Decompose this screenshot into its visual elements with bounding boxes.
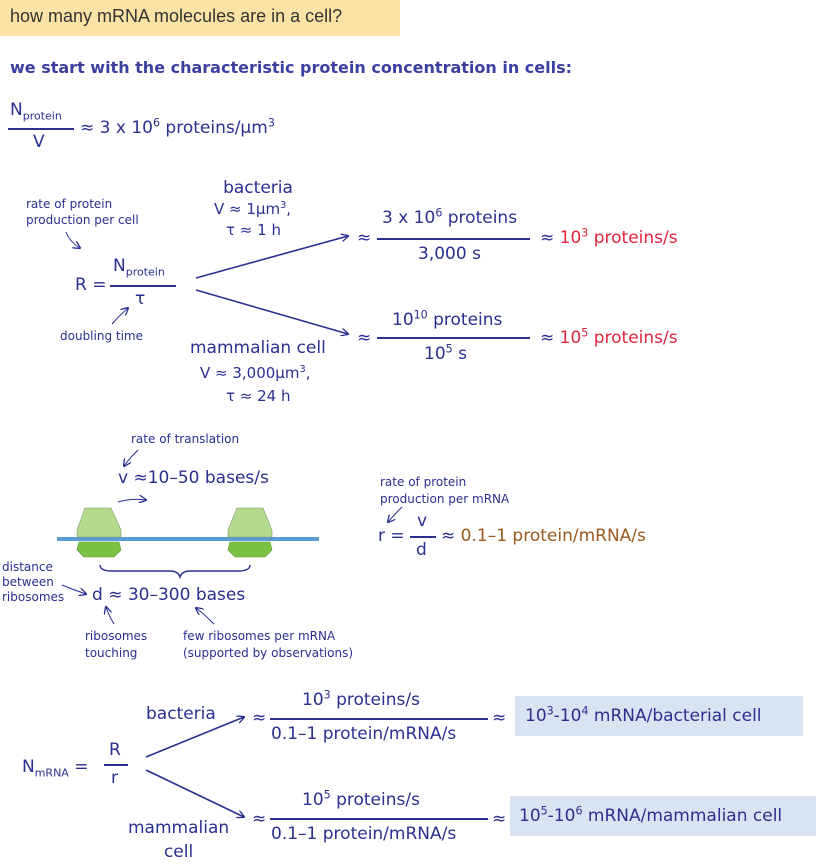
mrna-mammalian-result: 105-106 mRNA/mammalian cell xyxy=(519,804,783,826)
mrna-bacteria-approx: ≈ xyxy=(252,708,267,728)
annotation-rate-per-cell: rate of protein production per cell xyxy=(26,197,139,227)
mrna-fraction-line xyxy=(104,764,128,766)
distance-bracket xyxy=(99,564,251,580)
rate-bacteria-numerator: 3 x 106 proteins xyxy=(382,206,518,228)
ribosome-small-subunit xyxy=(76,541,122,558)
mrna-mammalian-approx2: ≈ xyxy=(492,809,507,829)
annotation-rate-of-translation: rate of translation xyxy=(131,432,240,446)
rate-bacteria-arrow xyxy=(195,236,348,279)
mrna-denominator: r xyxy=(111,768,118,788)
annotation-per-mrna-pointer xyxy=(388,506,403,522)
rate-fraction-line xyxy=(110,285,176,287)
mrna-bacteria-label: bacteria xyxy=(146,704,216,724)
mrna-mammalian-approx: ≈ xyxy=(252,809,267,829)
concentration-numerator: Nprotein xyxy=(10,100,62,123)
intro-text: we start with the characteristic protein… xyxy=(10,58,573,77)
mrna-mammalian-fraction-line xyxy=(270,818,488,820)
rate-mammalian-fraction-line xyxy=(377,337,530,339)
rate-mammalian-label: mammalian cell xyxy=(190,338,326,358)
mrna-mammalian-numerator: 105 proteins/s xyxy=(302,788,420,810)
r-denominator: d xyxy=(416,540,427,560)
concentration-fraction-line xyxy=(8,128,74,130)
mrna-bacteria-numerator: 103 proteins/s xyxy=(302,688,420,710)
rate-mammalian-result: ≈ 105 proteins/s xyxy=(540,326,678,348)
annotation-distance-pointer xyxy=(61,584,86,594)
mrna-numerator: R xyxy=(109,740,121,760)
mrna-bacteria-result-box xyxy=(515,696,803,736)
rate-mammalian-denominator: 105 s xyxy=(424,342,467,364)
rate-mammalian-arrow xyxy=(195,289,348,334)
concentration-value: ≈ 3 x 106 proteins/μm3 xyxy=(80,116,275,138)
r-numerator: v xyxy=(417,511,428,531)
mrna-mammalian-arrow xyxy=(145,769,244,817)
rate-mammalian-time: τ ≈ 24 h xyxy=(226,387,291,405)
rate-denominator: τ xyxy=(135,289,146,309)
translation-distance: d ≈ 30–300 bases xyxy=(92,585,246,605)
annotation-touching-pointer xyxy=(106,607,115,625)
rate-bacteria-result: ≈ 103 proteins/s xyxy=(540,226,678,248)
mrna-bacteria-arrow xyxy=(145,717,244,758)
mrna-bacteria-fraction-line xyxy=(270,718,488,720)
concentration-denominator: V xyxy=(33,132,45,152)
annotation-few-pointer xyxy=(196,608,215,625)
annotation-doubling-pointer xyxy=(111,308,128,325)
r-value: ≈ 0.1–1 protein/mRNA/s xyxy=(441,526,646,546)
ribosome-large-subunit xyxy=(76,507,122,538)
rate-bacteria-label: bacteria xyxy=(223,178,293,198)
annotation-ribosomes-touching: ribosomes touching xyxy=(85,629,148,660)
mrna-bacteria-denominator: 0.1–1 protein/mRNA/s xyxy=(271,724,457,744)
mrna-mammalian-label: mammalian cell xyxy=(128,818,230,862)
mrna-mammalian-result-box xyxy=(510,796,816,836)
rate-lhs: R = xyxy=(75,275,107,295)
mrna-bacteria-result: 103-104 mRNA/bacterial cell xyxy=(525,704,762,726)
annotation-doubling-time: doubling time xyxy=(60,329,143,343)
r-fraction-line xyxy=(410,536,436,538)
rate-mammalian-numerator: 1010 proteins xyxy=(392,308,503,330)
annotation-distance-between-ribosomes: distance between ribosomes xyxy=(2,560,65,604)
title-banner: how many mRNA molecules are in a cell? xyxy=(0,0,400,36)
rate-bacteria-volume: V ≈ 1μm3, xyxy=(214,200,292,218)
annotation-translation-pointer xyxy=(124,449,139,466)
r-lhs: r = xyxy=(378,526,405,546)
translation-velocity: v ≈10–50 bases/s xyxy=(118,468,269,488)
rate-numerator: Nprotein xyxy=(113,256,165,279)
mrna-mammalian-denominator: 0.1–1 protein/mRNA/s xyxy=(271,824,457,844)
annotation-few-ribosomes: few ribosomes per mRNA (supported by obs… xyxy=(183,629,354,660)
rate-mammalian-volume: V ≈ 3,000μm3, xyxy=(200,364,311,382)
mrna-bacteria-approx2: ≈ xyxy=(492,708,507,728)
ribosome-small-subunit xyxy=(227,541,273,558)
mrna-lhs: NmRNA = xyxy=(22,757,89,780)
rate-bacteria-denominator: 3,000 s xyxy=(418,244,481,264)
annotation-rate-per-mrna: rate of protein production per mRNA xyxy=(380,475,510,506)
ribosome-motion-arrow xyxy=(117,499,146,502)
rate-bacteria-time: τ ≈ 1 h xyxy=(226,221,281,239)
rate-bacteria-fraction-line xyxy=(377,238,530,240)
rate-mammalian-approx: ≈ xyxy=(357,328,372,348)
rate-bacteria-approx: ≈ xyxy=(357,228,372,248)
ribosome-large-subunit xyxy=(227,507,273,538)
page-title: how many mRNA molecules are in a cell? xyxy=(10,6,343,26)
annotation-rate-pointer xyxy=(65,231,80,248)
